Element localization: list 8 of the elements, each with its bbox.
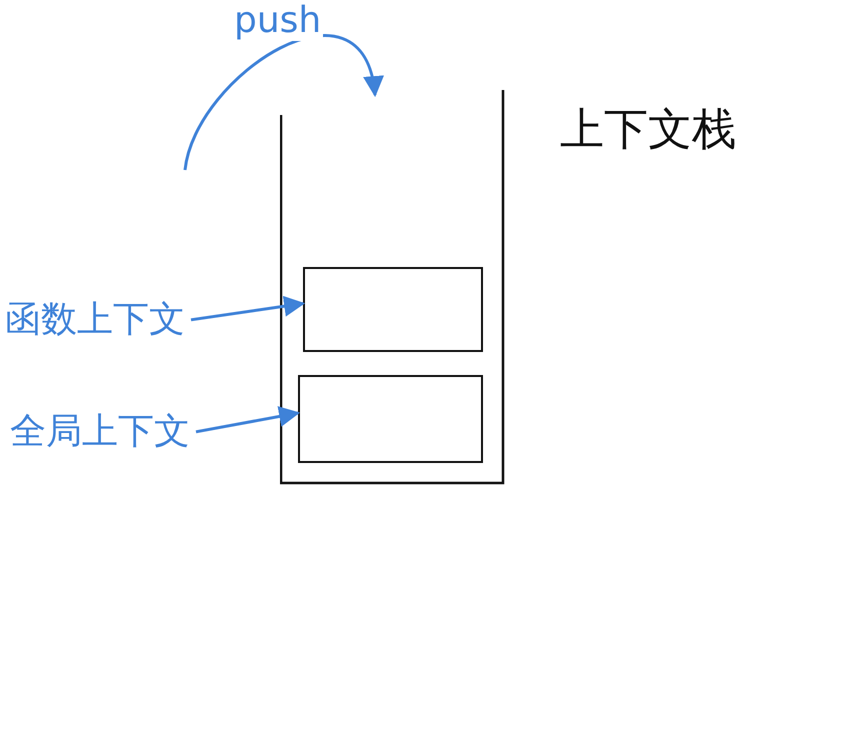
context-label: 函数上下文 bbox=[5, 300, 185, 340]
frame-box bbox=[303, 267, 483, 352]
arrow bbox=[196, 406, 300, 434]
frame-box bbox=[298, 375, 483, 463]
context-label: 全局上下文 bbox=[10, 412, 190, 452]
arrow bbox=[184, 34, 382, 170]
stack-title: 上下文栈 bbox=[560, 103, 736, 157]
arrow bbox=[190, 296, 306, 322]
